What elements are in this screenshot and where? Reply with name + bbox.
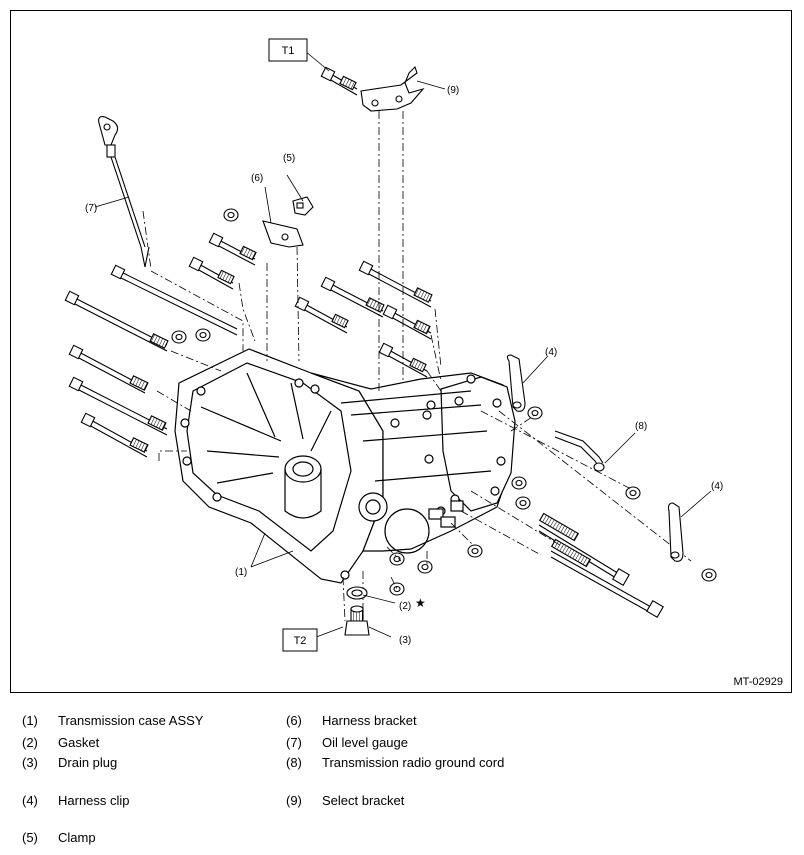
case-bolts [64, 208, 257, 458]
legend-number: (9) [286, 793, 302, 808]
legend-label: Gasket [58, 735, 100, 750]
legend-label: Clamp [58, 830, 96, 845]
figure-code: MT-02929 [733, 676, 783, 688]
legend-label: Oil level gauge [322, 735, 408, 750]
legend-number: (6) [286, 713, 302, 728]
callout-9: (9) [447, 85, 459, 96]
legend-number: (1) [22, 713, 38, 728]
svg-text:T1: T1 [282, 45, 295, 57]
legend-number: (4) [22, 793, 38, 808]
callout-8: (8) [635, 421, 647, 432]
harness-bracket [262, 220, 304, 248]
select-bracket [320, 65, 425, 112]
torque-box-t2: T2 [282, 628, 318, 652]
oil-level-gauge [98, 116, 150, 268]
gasket [346, 586, 368, 600]
legend-label: Select bracket [322, 793, 405, 808]
callout-6: (6) [251, 173, 263, 184]
callout-4-lower: (4) [711, 481, 723, 492]
callout-1: (1) [235, 567, 247, 578]
callout-5: (5) [283, 153, 295, 164]
drain-plug [344, 605, 370, 636]
transmission-case [174, 348, 516, 584]
legend-label: Harness clip [58, 793, 130, 808]
harness-clip-upper [506, 354, 526, 412]
legend-number: (7) [286, 735, 302, 750]
upper-bolts [294, 260, 433, 378]
harness-clip-lower [667, 502, 684, 562]
ground-cord [554, 430, 605, 472]
svg-text:T2: T2 [294, 635, 307, 647]
callout-4-upper: (4) [545, 347, 557, 358]
legend-number: (8) [286, 755, 302, 770]
callout-7: (7) [85, 203, 97, 214]
exploded-view-frame: (7) (1) (2) ★ (3) (5) (6) (9) (4) (8) (4… [10, 10, 792, 693]
legend-label: Transmission radio ground cord [322, 755, 505, 770]
legend-number: (3) [22, 755, 38, 770]
legend-number: (5) [22, 830, 38, 845]
star-mark: ★ [415, 596, 426, 610]
clamp [292, 196, 314, 216]
callout-3: (3) [399, 635, 411, 646]
right-bolts [389, 406, 717, 618]
torque-box-t1: T1 [268, 38, 308, 62]
assembly-lines [142, 111, 692, 622]
exploded-view-diagram: (7) (1) (2) ★ (3) (5) (6) (9) (4) (8) (4… [64, 38, 723, 652]
legend-label: Harness bracket [322, 713, 417, 728]
legend-number: (2) [22, 735, 38, 750]
callout-2: (2) [399, 601, 411, 612]
callout-labels: (7) (1) (2) ★ (3) (5) (6) (9) (4) (8) (4… [85, 85, 723, 646]
legend-label: Drain plug [58, 755, 118, 770]
legend-label: Transmission case ASSY [58, 713, 204, 728]
